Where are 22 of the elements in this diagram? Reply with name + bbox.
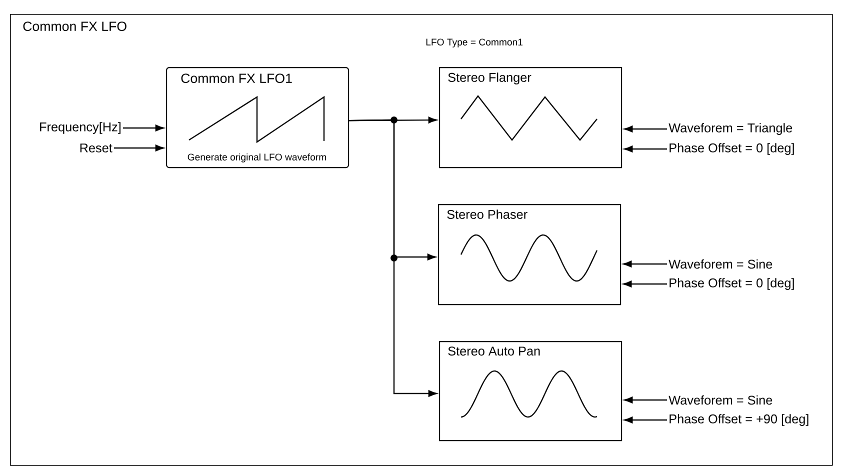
type-label: LFO Type = Common1 [426, 38, 522, 48]
input-label: Phase Offset = +90 [deg] [670, 414, 808, 426]
process-box: Stereo Phaser [438, 204, 622, 306]
arrow [624, 396, 667, 404]
arrow [123, 124, 164, 132]
process-box: Common FX LFO1 Generate original LFO waveform [166, 67, 350, 168]
input-label: Waveforem = Sine [668, 259, 772, 269]
arrow [624, 416, 667, 424]
input-label: Phase Offset = 0 [deg] [670, 143, 794, 155]
arrow [623, 260, 667, 268]
process-box: Stereo Auto Pan [439, 341, 622, 442]
input-label: Waveforem = Triangle [668, 123, 792, 135]
arrow [624, 126, 667, 132]
process-box: Stereo Flanger [439, 67, 622, 168]
input-label: Waveforem = Sine [668, 395, 772, 405]
arrow [624, 146, 667, 152]
arrow [623, 280, 667, 288]
input-label: Phase Offset = 0 [deg] [670, 278, 794, 290]
input-label: Reset [80, 144, 112, 152]
input-label: Frequency[Hz] [40, 122, 120, 134]
arrow [114, 144, 164, 152]
arrow [349, 119, 437, 397]
